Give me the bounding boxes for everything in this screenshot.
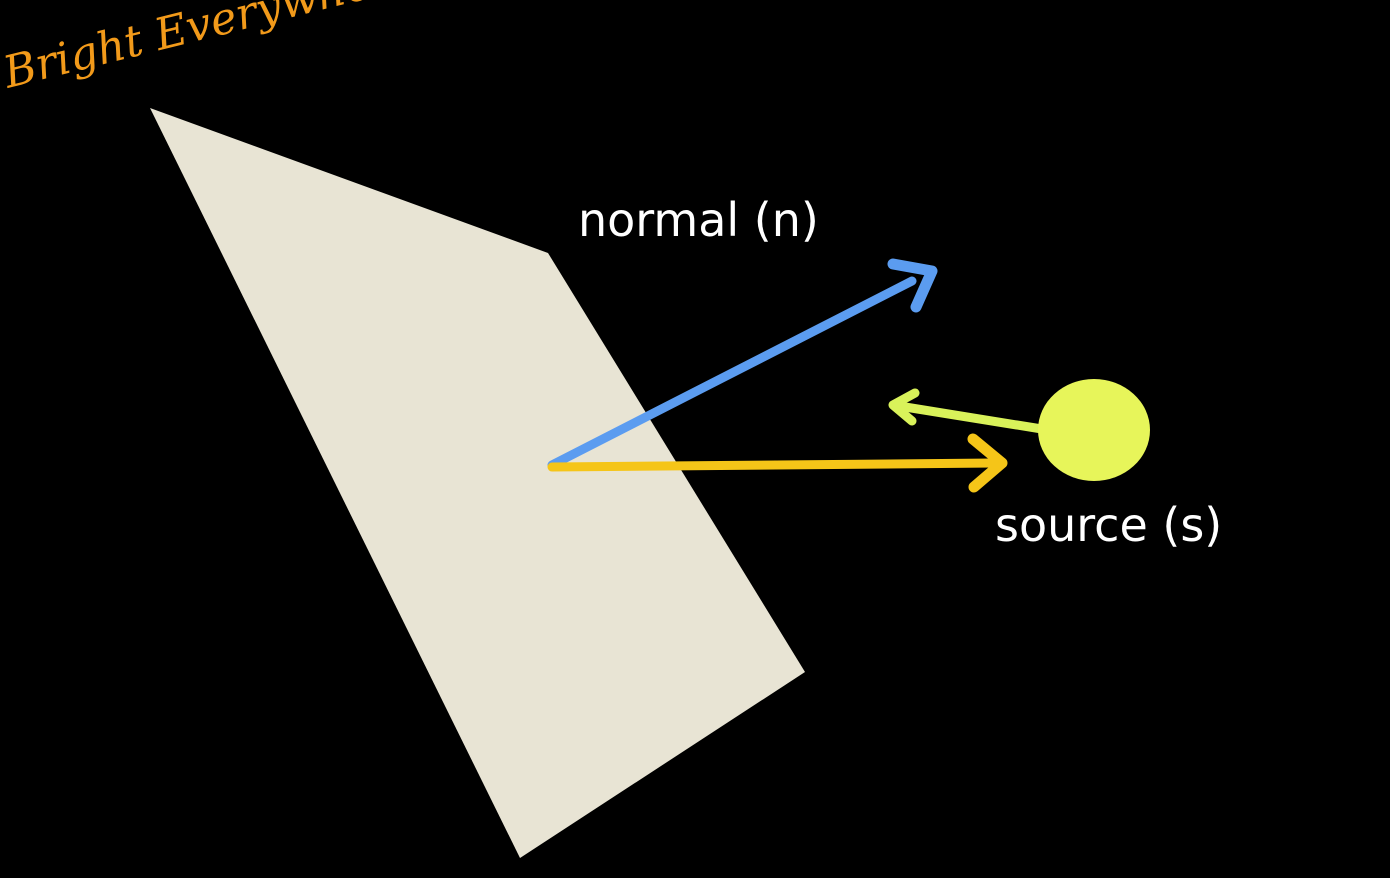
light-source-icon [1038, 379, 1150, 481]
normal-label: normal (n) [578, 193, 819, 247]
source-direction-arrow [547, 433, 1008, 493]
normal-arrow [547, 258, 938, 470]
surface-patch [150, 108, 805, 858]
source-label: source (s) [995, 498, 1223, 552]
handwritten-annotation: Bright Everywhere [0, 0, 422, 99]
light-ray-arrow [888, 388, 1053, 435]
annotation-text: Bright Everywhere [0, 0, 422, 99]
